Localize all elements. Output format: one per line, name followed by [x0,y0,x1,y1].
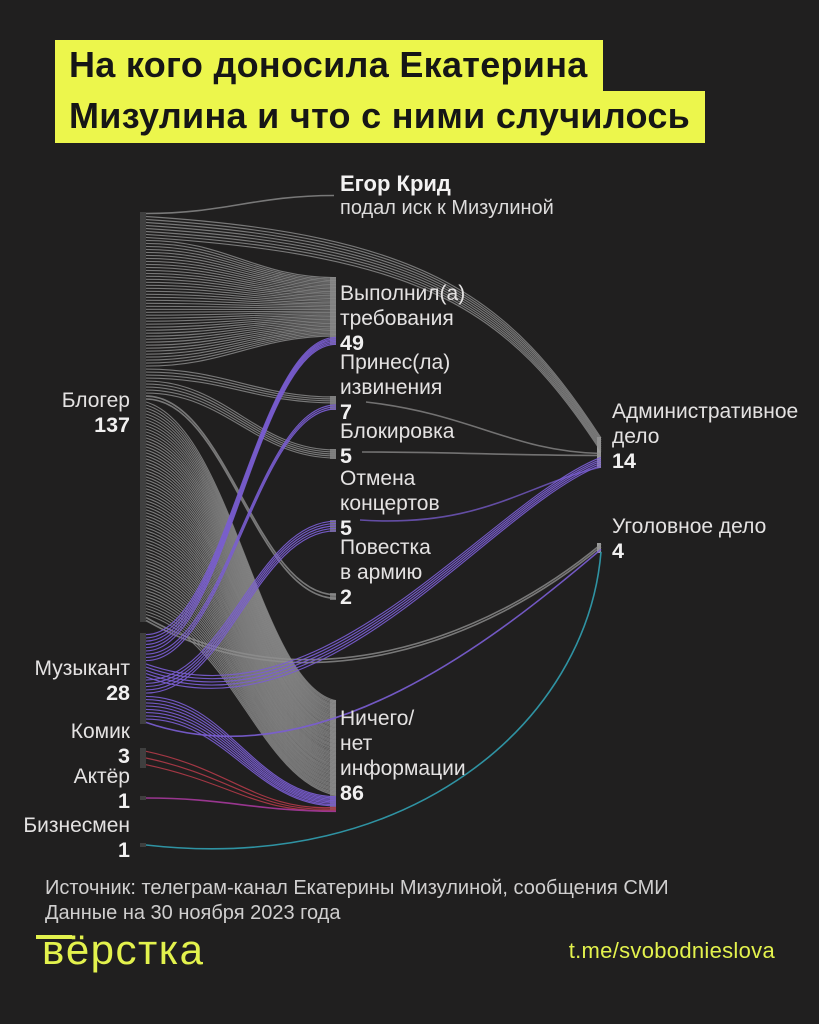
node-label-line: Административное [612,400,799,423]
node-bar-adm [597,437,601,468]
verstka-logo: вёрстка [36,926,205,974]
node-value-musician: 28 [106,681,130,705]
node-label-line: извинения [340,376,443,399]
node-label-line: Комик [70,720,130,743]
node-value-povestka: 2 [340,585,352,609]
flow-musician-nichego [145,695,337,807]
node-bar-komik [140,748,146,768]
source-line-1: Источник: телеграм-канал Екатерины Мизул… [45,877,669,899]
node-label-line: Отмена [340,467,416,490]
node-bar-povestka [330,593,336,600]
source-note: Источник: телеграм-канал Екатерины Мизул… [45,876,669,926]
node-label-line: Блокировка [340,420,455,443]
page-title: На кого доносила Екатерина Мизулина и чт… [55,40,706,143]
node-label-line: требования [340,307,454,330]
flow-prines-adm [365,401,602,455]
node-value-prines: 7 [340,400,352,424]
node-value-vypolnil: 49 [340,331,364,355]
node-label-line: информации [340,757,466,780]
flow-blogger-blokirovka [145,380,337,459]
telegram-link[interactable]: t.me/svobodnieslova [568,938,775,963]
flow-blogger-egor [145,194,335,215]
flow-otmena-adm [359,466,602,522]
node-sublabel: подал иск к Мизулиной [340,197,554,219]
flow-blogger-prines [145,368,337,404]
flow-biznesmen-ugolovnoe [145,551,602,850]
node-label-line: нет [340,732,373,755]
node-label-line: Блогер [61,389,130,412]
node-label-line: Уголовное дело [612,515,767,538]
node-label-line: в армию [340,561,423,584]
node-bar-biznesmen [140,843,146,847]
node-value-ugolovnoe: 4 [612,539,624,563]
source-line-2: Данные на 30 ноября 2023 года [45,902,341,924]
flow-musician-otmena [145,520,337,694]
node-label-line: Музыкант [34,657,131,680]
node-label-line: Егор Крид [340,171,451,196]
logo-text: вёрстка [42,926,205,973]
flow-blogger-vypolnil [145,239,337,367]
node-value-akter: 1 [118,789,130,813]
node-label-line: дело [612,425,660,448]
flow-musician-vypolnil [145,336,337,652]
flow-musician-adm [145,456,602,689]
flow-blogger-adm [145,215,602,452]
node-value-otmena: 5 [340,516,352,540]
title-line-1: На кого доносила Екатерина [55,40,603,92]
node-label-line: Ничего/ [340,707,415,730]
flow-blokirovka-adm [361,451,602,457]
node-label-line: Повестка [340,536,431,559]
node-label-line: Бизнесмен [23,814,130,837]
node-value-biznesmen: 1 [118,838,130,862]
node-label-line: Принес(ла) [340,351,451,374]
flow-musician-ugolovnoe [145,548,602,738]
node-value-blokirovka: 5 [340,444,352,468]
title-line-2: Мизулина и что с ними случилось [55,91,706,143]
node-value-komik: 3 [118,744,130,768]
node-bar-akter [140,796,146,800]
node-label-line: Выполнил(а) [340,282,466,305]
flow-akter-nichego [145,797,337,813]
node-bar-musician [140,633,146,724]
node-label-line: Актёр [73,765,130,788]
node-value-nichego: 86 [340,781,364,805]
node-label-line: концертов [340,492,440,515]
node-bar-blogger [140,212,146,622]
logo-bar-icon [36,935,72,939]
node-value-adm: 14 [612,449,636,473]
node-value-blogger: 137 [94,413,130,437]
flow-blogger-nichego [145,401,337,796]
flow-musician-prines [145,404,337,662]
